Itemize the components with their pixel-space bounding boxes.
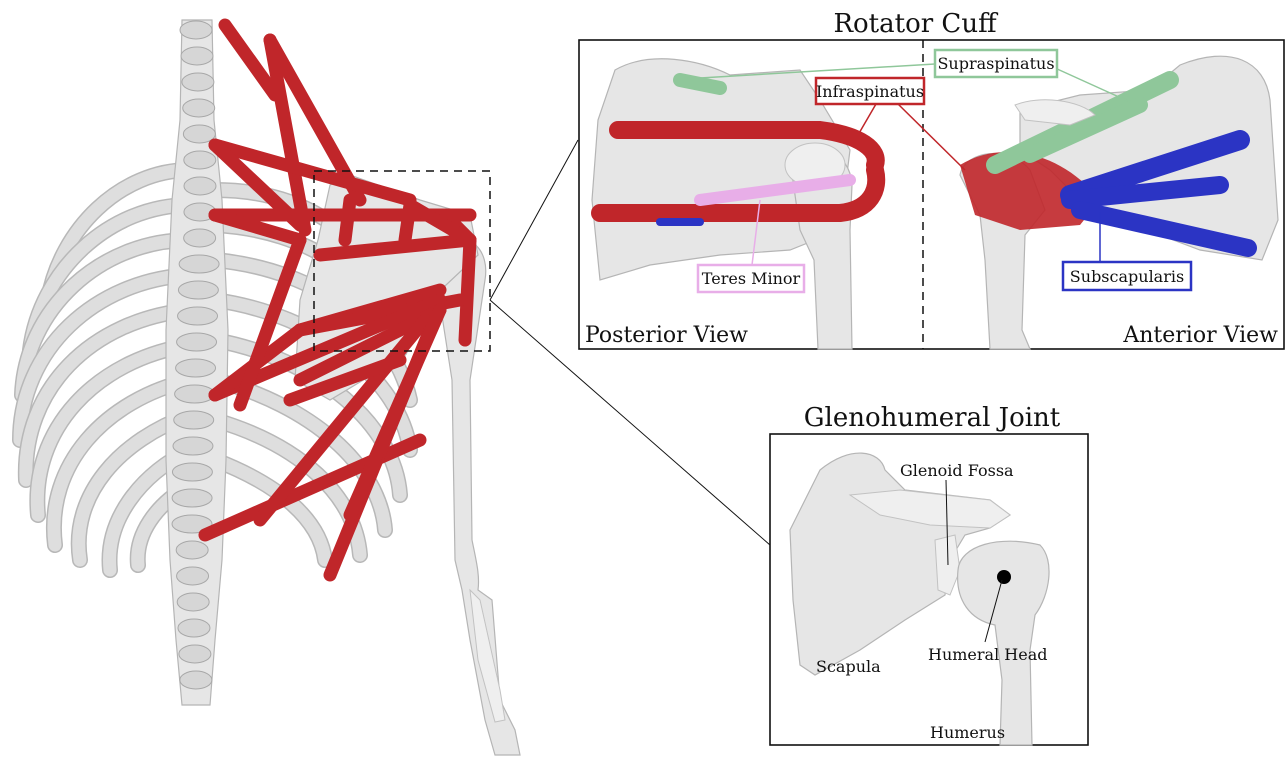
vertebra: [177, 593, 209, 611]
infraspinatus-leader-anterior: [898, 104, 965, 170]
humeral-head-center-dot: [997, 570, 1011, 584]
vertebra: [172, 489, 212, 507]
subscapularis-label: Subscapularis: [1070, 267, 1184, 286]
vertebra: [183, 99, 215, 117]
vertebra: [184, 177, 216, 195]
vertebra: [182, 73, 214, 91]
humeral-head-label: Humeral Head: [928, 645, 1048, 664]
zoom-line-upper: [490, 140, 578, 300]
vertebra: [178, 619, 210, 637]
muscle-segment: [465, 240, 470, 340]
posterior-supraspinatus: [680, 80, 720, 88]
teres-minor-label: Teres Minor: [702, 269, 801, 288]
anterior-view-label: Anterior View: [1122, 323, 1278, 348]
vertebra: [173, 437, 213, 455]
vertebra: [176, 541, 208, 559]
vertebra: [178, 281, 218, 299]
rotator-cuff-panel: Rotator Cuff Posterior View Ante: [579, 9, 1284, 349]
posterior-view-label: Posterior View: [585, 323, 748, 348]
vertebra: [174, 411, 214, 429]
vertebra: [177, 333, 217, 351]
rotator-cuff-title: Rotator Cuff: [833, 9, 999, 39]
vertebra: [180, 21, 212, 39]
vertebra: [179, 645, 211, 663]
infraspinatus-label: Infraspinatus: [816, 82, 924, 101]
humerus-label: Humerus: [930, 723, 1005, 742]
anterior-view: Anterior View: [960, 56, 1278, 349]
glenoid-fossa-label: Glenoid Fossa: [900, 461, 1014, 480]
vertebra: [177, 567, 209, 585]
vertebra: [184, 151, 216, 169]
scapula-label: Scapula: [816, 657, 881, 676]
vertebra: [172, 463, 212, 481]
muscle-segment: [345, 200, 350, 240]
glenohumeral-title: Glenohumeral Joint: [804, 403, 1061, 433]
vertebra: [184, 229, 216, 247]
vertebra: [178, 307, 218, 325]
glenohumeral-panel: Glenohumeral Joint Glenoid Fossa Humeral…: [770, 403, 1088, 745]
supraspinatus-label: Supraspinatus: [937, 54, 1054, 73]
vertebra: [176, 359, 216, 377]
spine: [166, 20, 228, 705]
supraspinatus-leader-posterior: [700, 64, 935, 78]
vertebra: [179, 255, 219, 273]
infraspinatus-leader-posterior: [858, 104, 876, 135]
vertebra: [180, 671, 212, 689]
muscle-segment: [405, 205, 410, 240]
vertebra: [181, 47, 213, 65]
